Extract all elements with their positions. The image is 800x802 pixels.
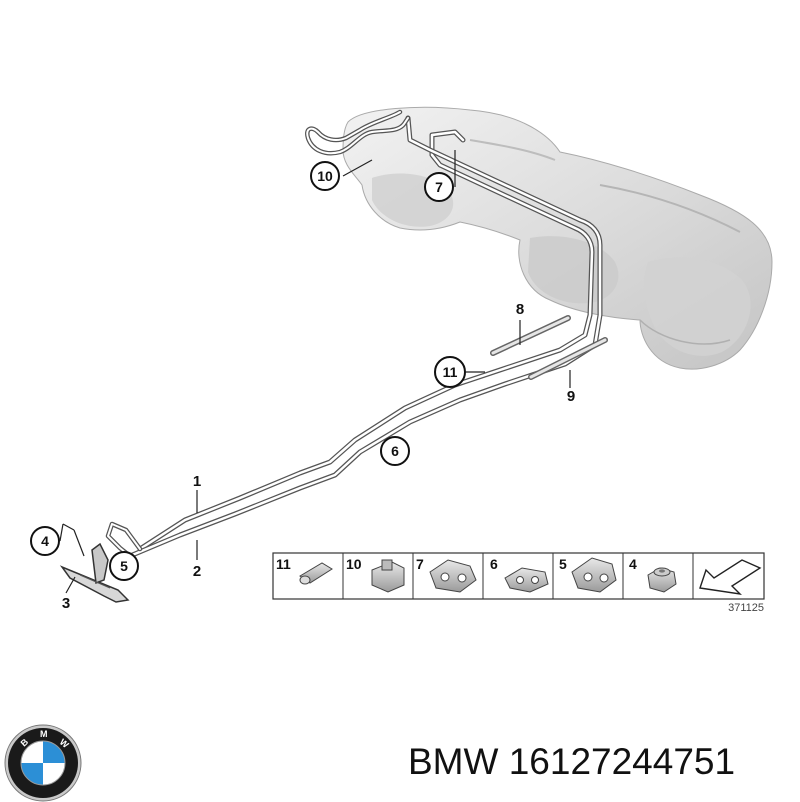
bmw-logo: B M W [4,724,82,802]
legend-part-clip-5 [571,557,617,593]
callout-4: 4 [30,526,60,556]
legend-label-10: 10 [346,556,362,572]
drawing-number: 371125 [728,602,764,614]
svg-text:4: 4 [41,533,49,549]
label-3: 3 [62,595,70,612]
legend-label-7: 7 [416,556,424,572]
brand-name: BMW [408,741,499,782]
svg-text:7: 7 [435,179,443,195]
legend-part-nut [647,567,677,593]
protective-sleeves [490,315,608,380]
part-caption: BMW 16127244751 [408,737,792,787]
parts-legend: 11 10 7 6 5 [272,552,765,614]
legend-label-11: 11 [276,556,291,572]
legend-label-6: 6 [490,556,498,572]
callout-6-mid: 6 [380,436,410,466]
callout-5: 5 [109,551,139,581]
svg-text:M: M [40,729,48,739]
legend-part-clip-10 [371,559,405,593]
fuel-lines [105,109,603,559]
svg-text:11: 11 [443,364,458,380]
fuel-tank [342,106,773,370]
label-2: 2 [193,563,201,580]
svg-text:B: B [19,736,31,748]
callout-7-top: 7 [424,172,454,202]
svg-text:5: 5 [120,558,128,574]
label-8: 8 [516,301,524,318]
callout-11-mid: 11 [434,356,466,388]
leader-lines [59,150,571,594]
legend-part-clip-7 [429,559,477,593]
legend-label-4: 4 [629,556,637,572]
direction-arrow-icon [699,559,762,596]
legend-part-sleeve [299,562,333,585]
label-1: 1 [193,473,201,490]
legend-part-clip-6 [504,567,549,593]
legend-label-5: 5 [559,556,567,572]
svg-text:10: 10 [317,168,333,184]
svg-text:6: 6 [391,443,399,459]
callout-10-top: 10 [310,161,340,191]
label-9: 9 [567,388,575,405]
mounting-bracket [59,542,130,603]
part-number: 16127244751 [508,741,736,782]
